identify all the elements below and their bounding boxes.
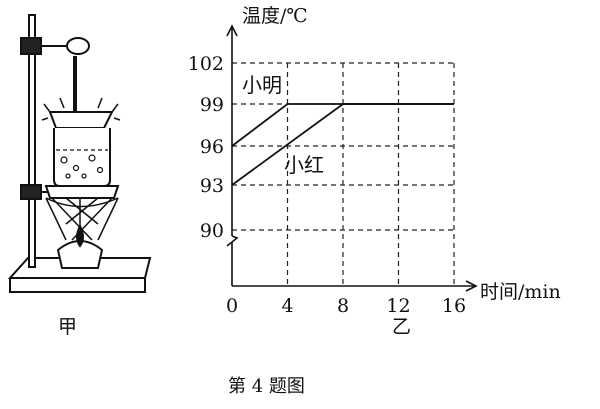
chart-tick-labels: 90 93 96 99 102 0 4 8 12 16 温度/℃ 时间/min — [188, 5, 561, 317]
beaker-cover — [48, 111, 114, 129]
wire-gauze — [44, 185, 120, 199]
x-tick-label: 4 — [281, 295, 293, 317]
figure-caption: 第 4 题图 — [228, 376, 305, 397]
y-tick-label: 99 — [200, 94, 224, 116]
y-tick-label: 93 — [200, 175, 224, 197]
clamp-knob — [66, 37, 90, 55]
tripod-mesh — [45, 197, 119, 241]
y-tick-label: 102 — [188, 53, 224, 75]
y-axis-arrow — [226, 24, 238, 37]
apparatus-caption: 甲 — [58, 316, 78, 338]
stand-base-edge — [9, 278, 146, 293]
x-axis-label: 时间/min — [480, 281, 561, 303]
chart-caption: 乙 — [392, 316, 412, 338]
tripod-curve — [45, 197, 119, 208]
flame — [76, 223, 84, 248]
series-label-1: 小明 — [242, 73, 282, 97]
x-axis-arrow — [465, 280, 478, 292]
x-tick-label: 16 — [442, 295, 466, 317]
x-tick-label: 12 — [386, 295, 410, 317]
y-tick-label: 96 — [200, 136, 224, 158]
ring-clamp — [20, 184, 42, 200]
y-tick-label: 90 — [200, 220, 224, 242]
y-axis-label: 温度/℃ — [242, 5, 308, 27]
top-clamp — [20, 37, 42, 55]
chart-axes — [226, 24, 478, 292]
x-tick-label: 8 — [337, 295, 349, 317]
series-label-2: 小红 — [284, 153, 324, 177]
series-line-2 — [231, 103, 454, 186]
steam-lines — [41, 97, 121, 121]
heating-apparatus-illustration — [7, 14, 152, 293]
stand-rod — [28, 14, 36, 268]
y-axis-break — [226, 235, 239, 247]
bubbles — [60, 154, 104, 179]
x-tick-label: 0 — [226, 295, 238, 317]
